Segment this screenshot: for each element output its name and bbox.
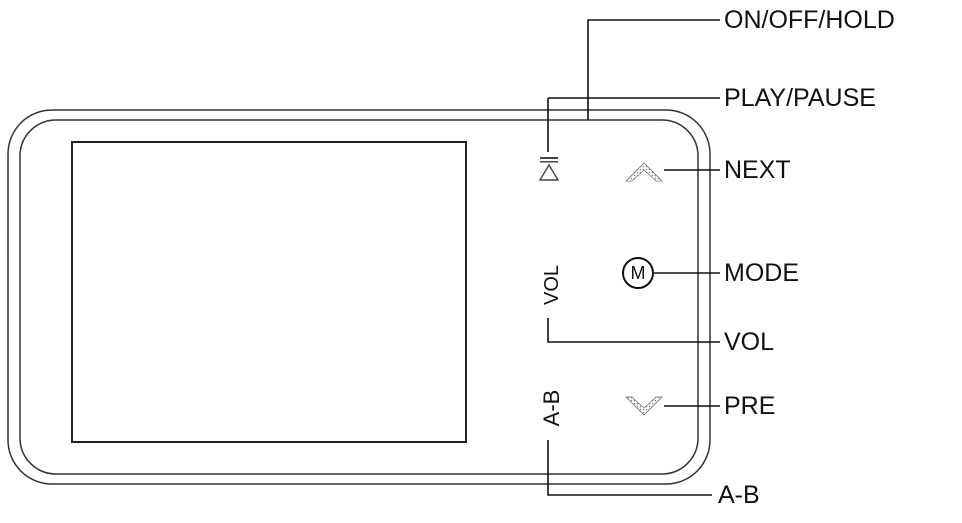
- callout-play-pause: PLAY/PAUSE: [724, 84, 876, 112]
- leader-line-a-b: [547, 440, 712, 496]
- device-screen: [71, 141, 467, 443]
- device-ab-label: A-B: [539, 389, 564, 427]
- mode-glyph: M: [630, 263, 646, 283]
- callout-vol: VOL: [724, 328, 775, 356]
- device-outer-outline: [7, 109, 711, 485]
- mode-circle-m-icon[interactable]: [622, 257, 654, 289]
- callout-on-off-hold: ON/OFF/HOLD: [724, 6, 895, 34]
- next-arrow-up-icon[interactable]: [625, 162, 663, 182]
- leader-line-vol: [547, 318, 720, 343]
- leader-line-on-off-hold: [587, 19, 720, 120]
- callout-pre: PRE: [724, 392, 776, 420]
- device-inner-outline: [19, 119, 699, 475]
- device-vol-label: VOL: [541, 264, 563, 306]
- play-pause-icon[interactable]: [538, 157, 560, 181]
- prev-arrow-down-icon[interactable]: [625, 396, 663, 416]
- callout-a-b: A-B: [718, 481, 760, 509]
- callout-mode: MODE: [724, 259, 799, 287]
- callout-next: NEXT: [724, 156, 791, 184]
